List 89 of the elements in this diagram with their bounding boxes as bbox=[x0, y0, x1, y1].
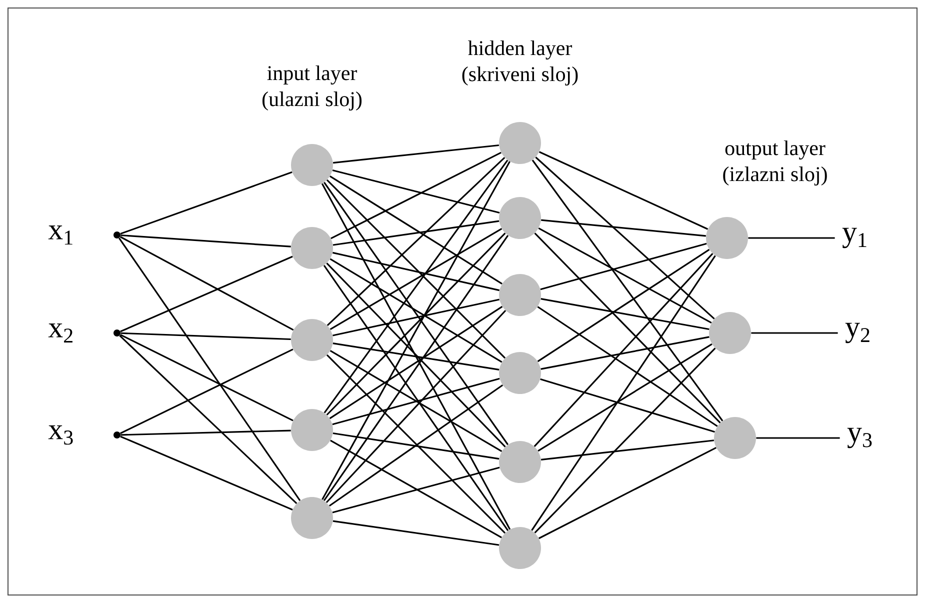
connection-line bbox=[540, 378, 715, 433]
connection-line bbox=[332, 378, 500, 426]
connection-line bbox=[531, 255, 716, 531]
input-label: x$_{3}$ bbox=[48, 425, 73, 445]
connection-line bbox=[330, 258, 502, 363]
neuron bbox=[499, 197, 541, 239]
connection-line bbox=[332, 520, 500, 546]
connection-line bbox=[326, 232, 506, 416]
connection-line bbox=[119, 334, 298, 504]
neuron bbox=[291, 144, 333, 186]
connection-line bbox=[333, 144, 499, 164]
connection-line bbox=[332, 220, 500, 246]
connection-line bbox=[326, 179, 506, 359]
connection-line bbox=[330, 440, 502, 538]
connection-line bbox=[748, 237, 835, 239]
connection-line bbox=[532, 160, 724, 422]
connection-line bbox=[323, 234, 509, 502]
connection-line bbox=[534, 232, 721, 424]
connection-line bbox=[326, 354, 506, 534]
connection-line bbox=[120, 334, 294, 422]
connection-line bbox=[326, 262, 506, 448]
connection-line bbox=[120, 332, 291, 340]
connection-line bbox=[538, 343, 712, 452]
connection-line bbox=[541, 440, 714, 460]
connection-line bbox=[120, 436, 293, 510]
neuron bbox=[709, 312, 751, 354]
connection-line bbox=[330, 228, 502, 330]
connection-line bbox=[534, 253, 714, 447]
output-label: y$_{2}$ bbox=[845, 322, 870, 344]
connection-line bbox=[326, 310, 506, 504]
connection-line bbox=[332, 169, 500, 214]
input-dot bbox=[114, 232, 120, 238]
output-label: y$_{1}$ bbox=[842, 228, 866, 248]
connection-line bbox=[332, 432, 500, 460]
layer-title: hidden layer bbox=[468, 40, 572, 60]
layer-title: output layer bbox=[725, 140, 826, 160]
connection-line bbox=[540, 298, 710, 330]
neuron bbox=[291, 497, 333, 539]
connection-line bbox=[756, 437, 840, 439]
connection-line bbox=[751, 332, 838, 334]
neuron bbox=[499, 441, 541, 483]
connection-line bbox=[332, 342, 500, 370]
connection-line bbox=[537, 306, 718, 427]
connection-line bbox=[329, 306, 503, 420]
neuron bbox=[499, 274, 541, 316]
connection-line bbox=[326, 157, 506, 326]
connection-line bbox=[332, 298, 500, 336]
neuron bbox=[291, 409, 333, 451]
connection-line bbox=[537, 248, 710, 362]
connection-line bbox=[535, 156, 715, 320]
layer-title: input layer bbox=[267, 65, 358, 85]
connection-line bbox=[540, 336, 710, 370]
layer-title: (izlazni sloj) bbox=[723, 166, 827, 186]
connection-line bbox=[538, 151, 708, 230]
connection-line bbox=[120, 236, 294, 331]
layer-title: (skriveni sloj) bbox=[462, 66, 578, 86]
connection-line bbox=[538, 227, 712, 324]
neuron bbox=[706, 217, 748, 259]
connection-line bbox=[328, 384, 504, 507]
output-label: y$_{3}$ bbox=[847, 428, 872, 448]
connection-line bbox=[324, 182, 508, 446]
neuron bbox=[499, 352, 541, 394]
neuron bbox=[499, 527, 541, 569]
connection-line bbox=[332, 252, 500, 292]
connection-line bbox=[323, 264, 509, 532]
connection-line bbox=[540, 242, 707, 290]
connection-line bbox=[538, 446, 716, 540]
connection-line bbox=[120, 171, 292, 234]
connection-line bbox=[330, 152, 502, 240]
connection-line bbox=[120, 348, 294, 434]
neuron bbox=[499, 122, 541, 164]
connection-line bbox=[324, 160, 508, 414]
connection-line bbox=[541, 219, 706, 237]
connection-line bbox=[330, 350, 502, 452]
connection-line bbox=[120, 256, 293, 332]
connection-line bbox=[534, 348, 716, 534]
input-dot bbox=[114, 330, 120, 336]
neuron bbox=[291, 319, 333, 361]
input-label: x$_{1}$ bbox=[48, 225, 72, 245]
input-dot bbox=[114, 432, 120, 438]
layer-title: (ulazni sloj) bbox=[262, 91, 362, 111]
neuron bbox=[714, 417, 756, 459]
connection-line bbox=[332, 466, 500, 514]
connection-line bbox=[330, 176, 502, 284]
neuron bbox=[291, 227, 333, 269]
input-label: x$_{2}$ bbox=[48, 323, 72, 343]
connection-line bbox=[120, 234, 291, 248]
connection-line bbox=[120, 430, 291, 436]
connection-line bbox=[118, 238, 301, 501]
